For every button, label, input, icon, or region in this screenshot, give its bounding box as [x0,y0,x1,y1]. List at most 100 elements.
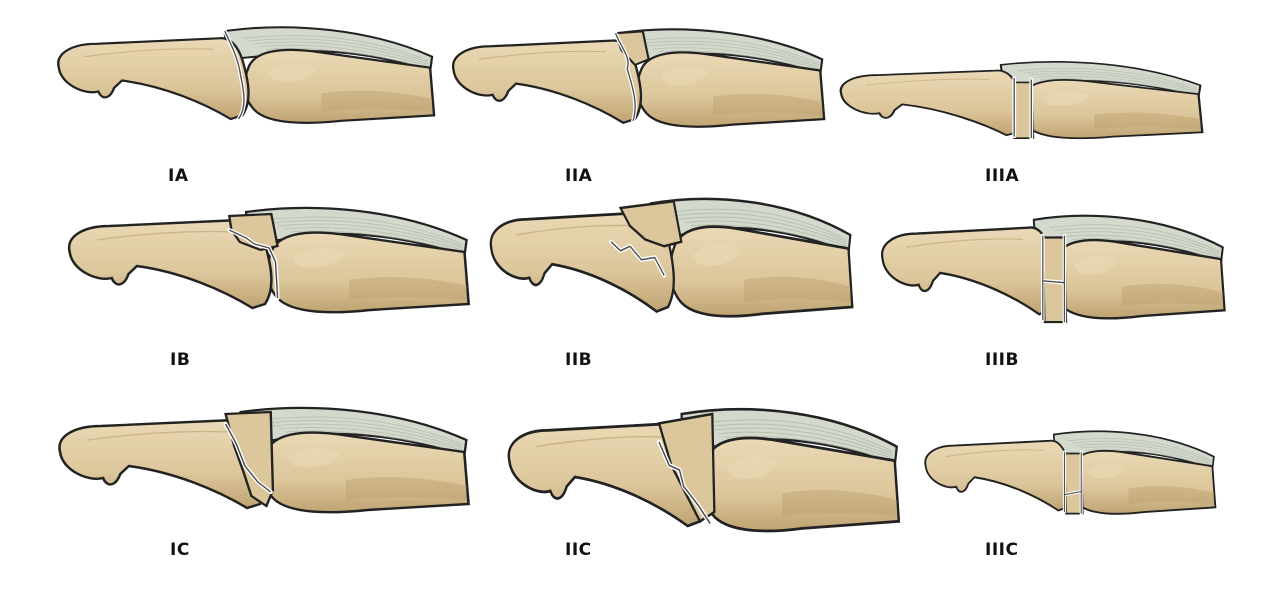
tendon-streak [658,50,819,71]
distal-phalanx [507,421,708,528]
bone-texture [87,430,228,441]
finger-joint-illustration [489,197,854,318]
fracture-line [224,423,272,493]
bone-highlight [1087,463,1126,479]
fracture-line [658,441,711,525]
tendon-streak [667,208,847,240]
tendon-streak [1060,231,1220,256]
panel-label: IB [170,350,191,370]
tendon-streak [277,223,463,249]
diagram-panel [478,190,858,325]
tendon-streak [260,44,429,67]
bone-highlight [287,448,342,468]
tendon-streak [690,224,847,249]
tendon-streak [283,227,463,251]
tendon-streak [1071,238,1220,260]
tendon-streak [1072,440,1211,462]
distal-phalanx [924,439,1073,512]
tendon-streak [266,420,463,447]
tendon-streak [712,427,893,457]
tendon-streak [1076,443,1211,464]
tendon-streak [640,40,819,66]
tendon-streak [1085,449,1211,467]
tendon-streak [685,220,847,247]
bone-highlight [692,244,741,266]
tendon-streak [264,216,463,245]
tendon-streak [1055,227,1220,254]
panel-label: IC [170,540,190,560]
fracture-fragment [618,199,683,248]
tendon-streak [724,435,893,462]
tendon-streak [248,38,429,63]
tendon-streak [652,47,819,70]
bone-texture [865,78,990,86]
bone-shading [346,477,467,500]
tendon-streak [1017,68,1197,89]
bone-texture [945,449,1045,458]
distal-phalanx [881,226,1057,316]
bone-texture [478,50,606,60]
distal-phalanx [57,37,250,121]
finger-joint-illustration [839,61,1204,140]
finger-joint-illustration [924,430,1217,516]
bone-shading [744,276,851,303]
tendon-streak [673,212,847,243]
panel-label: IIIA [985,166,1020,186]
fracture-line [1063,451,1082,514]
tendon-streak [1029,73,1197,92]
panel-label: IIIB [985,350,1019,370]
tendon-streak [718,431,893,459]
diagram-panel [45,20,440,130]
fracture-line [228,229,279,299]
bone-texture [535,436,670,448]
tendon-streak [271,220,463,247]
diagram-panel [495,400,905,540]
finger-joint-illustration [881,214,1226,325]
panel-label: IIA [565,166,593,186]
finger-joint-illustration [57,26,436,124]
tendon-streak [1081,446,1211,465]
distal-phalanx [839,69,1025,137]
tendon-streak [646,44,819,68]
diagram-panel [440,22,830,134]
tendon-streak [259,416,463,445]
tendon-streak [1035,75,1197,93]
tendon-streak [285,430,463,453]
fracture-line [1042,235,1066,323]
panel-label: IA [168,166,189,186]
bone-highlight [726,456,778,479]
fracture-line [610,241,665,276]
tendon-streak [679,216,847,245]
panel-label: IIB [565,350,593,370]
tendon-streak [254,41,429,65]
distal-phalanx [451,39,643,125]
finger-joint-illustration [451,28,826,128]
bone-shading [349,277,467,300]
diagram-panel [45,400,475,520]
finger-joint-illustration [58,406,470,514]
tendon-streak [290,230,463,253]
bone-texture [905,238,1024,248]
fracture-line [224,30,245,120]
panel-label: IIC [565,540,592,560]
panel-label: IIIC [985,540,1019,560]
bone-shading [1094,112,1201,130]
tendon-streak [1067,438,1211,461]
bone-shading [321,90,433,112]
bone-texture [84,48,213,58]
tendon-streak [272,423,463,449]
bone-highlight [1073,255,1119,275]
bone-highlight [660,67,710,85]
tendon-streak [242,35,429,61]
bone-shading [1128,486,1214,505]
bone-highlight [1042,91,1091,106]
diagram-panel [915,425,1220,520]
diagram-panel [828,56,1208,144]
tendon-streak [699,419,893,452]
finger-joint-illustration [507,407,901,533]
diagram-panel [55,200,475,320]
tendon-streak [1023,70,1197,91]
tendon-streak [706,423,893,455]
bone-shading [713,93,823,116]
